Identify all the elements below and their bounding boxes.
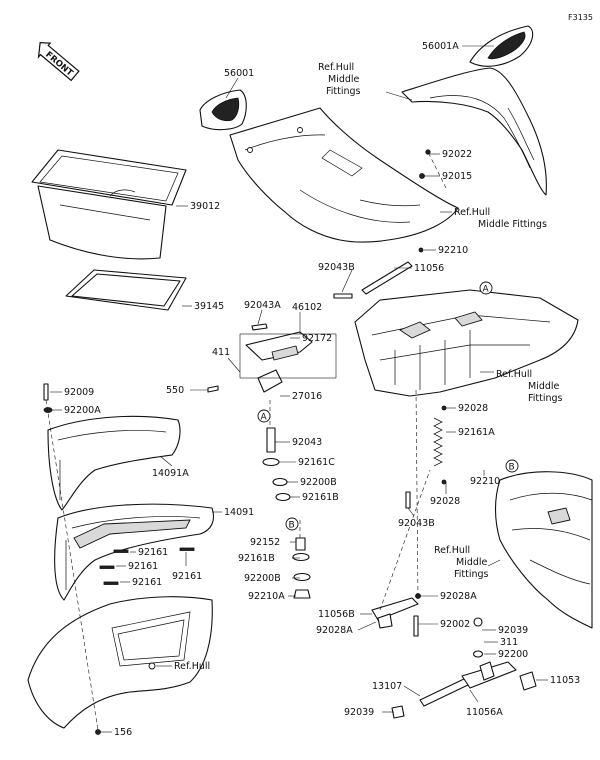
label-92210A: 92210A [248, 591, 285, 602]
bracket-11056B [371, 597, 419, 629]
label-ref-hull-4c: Fittings [454, 569, 489, 580]
svg-text:B: B [289, 521, 295, 531]
label-92161a: 92161 [138, 547, 168, 558]
label-92039b: 92039 [344, 707, 374, 718]
label-92200B1: 92200B [300, 477, 337, 488]
front-cover-14091A [47, 415, 181, 511]
lower-hull [27, 596, 213, 729]
label-92009: 92009 [64, 387, 94, 398]
svg-text:A: A [483, 285, 490, 295]
label-92002: 92002 [440, 619, 470, 630]
label-ref-hull-1c: Fittings [326, 86, 361, 97]
label-92161d: 92161 [172, 571, 202, 582]
callout-A-upper: A [479, 281, 493, 295]
label-92043A: 92043A [244, 300, 281, 311]
front-arrow-icon: FRONT [37, 41, 80, 82]
label-92028b: 92028 [430, 496, 460, 507]
spring-92161A [433, 417, 443, 467]
label-11056a: 11056 [414, 263, 444, 274]
label-92200: 92200 [498, 649, 528, 660]
rod-13107 [419, 677, 471, 707]
label-27016: 27016 [292, 391, 322, 402]
label-39012: 39012 [190, 201, 220, 212]
label-92028a: 92028 [458, 403, 488, 414]
label-550: 550 [166, 385, 184, 396]
label-92161c: 92161 [132, 577, 162, 588]
label-14091: 14091 [224, 507, 254, 518]
svg-text:A: A [261, 413, 268, 423]
label-ref-hull-2b: Middle Fittings [478, 219, 547, 230]
label-ref-hull-2a: Ref.Hull [454, 207, 490, 218]
svg-text:B: B [509, 463, 515, 473]
label-92161A: 92161A [458, 427, 495, 438]
bracket-46102 [239, 331, 337, 393]
front-cover-14091 [54, 503, 215, 601]
label-92210b: 92210 [470, 476, 500, 487]
label-92015: 92015 [442, 171, 472, 182]
callout-B-upper: B [505, 459, 519, 473]
label-156: 156 [114, 727, 132, 738]
label-56001: 56001 [224, 68, 254, 79]
label-ref-hull: Ref.Hull [174, 661, 210, 672]
bin-gasket [65, 269, 187, 311]
label-92152: 92152 [250, 537, 280, 548]
label-92043B1: 92043B [318, 262, 355, 273]
label-11053: 11053 [550, 675, 580, 686]
label-92161B2: 92161B [238, 553, 275, 564]
label-92028A1: 92028A [440, 591, 477, 602]
label-46102: 46102 [292, 302, 322, 313]
hull-fittings-frame [354, 289, 579, 397]
label-92172: 92172 [302, 333, 332, 344]
label-ref-hull-4b: Middle [456, 557, 488, 568]
label-11056A: 11056A [466, 707, 503, 718]
label-92043: 92043 [292, 437, 322, 448]
label-ref-hull-3a: Ref.Hull [496, 369, 532, 380]
label-92200A: 92200A [64, 405, 101, 416]
fasteners [43, 149, 484, 735]
label-92200B2: 92200B [244, 573, 281, 584]
center-side-cover [229, 107, 459, 243]
label-311: 311 [500, 637, 518, 648]
bracket-11056A [461, 661, 537, 691]
label-92043B2: 92043B [398, 518, 435, 529]
label-56001A: 56001A [422, 41, 459, 52]
label-ref-hull-3b: Middle [528, 381, 560, 392]
label-92028A2: 92028A [316, 625, 353, 636]
label-92210a: 92210 [438, 245, 468, 256]
label-ref-hull-3c: Fittings [528, 393, 563, 404]
label-92022: 92022 [442, 149, 472, 160]
label-92039a: 92039 [498, 625, 528, 636]
label-92161B1: 92161B [302, 492, 339, 503]
leader-lines [50, 45, 548, 733]
label-92161C: 92161C [298, 457, 335, 468]
callout-A-lower: A [257, 409, 271, 423]
figure-code: F3135 [568, 13, 593, 22]
storage-bin [31, 149, 187, 260]
label-11056B: 11056B [318, 609, 355, 620]
callout-B-lower: B [285, 517, 299, 531]
label-13107: 13107 [372, 681, 402, 692]
part-labels: 56001A 56001 Ref.Hull Middle Fittings 92… [64, 41, 580, 738]
mirror-56001A [469, 25, 534, 67]
label-ref-hull-1a: Ref.Hull [318, 62, 354, 73]
label-14091A: 14091A [152, 468, 189, 479]
label-ref-hull-4a: Ref.Hull [434, 545, 470, 556]
right-side-fairing [401, 67, 547, 196]
hull-fittings-lower [494, 471, 593, 629]
rod-11056 [361, 261, 413, 295]
pin-stack [262, 427, 311, 599]
label-39145: 39145 [194, 301, 224, 312]
mirror-56001 [199, 89, 247, 131]
label-411: 411 [212, 347, 230, 358]
label-92161b: 92161 [128, 561, 158, 572]
label-ref-hull-1b: Middle [328, 74, 360, 85]
